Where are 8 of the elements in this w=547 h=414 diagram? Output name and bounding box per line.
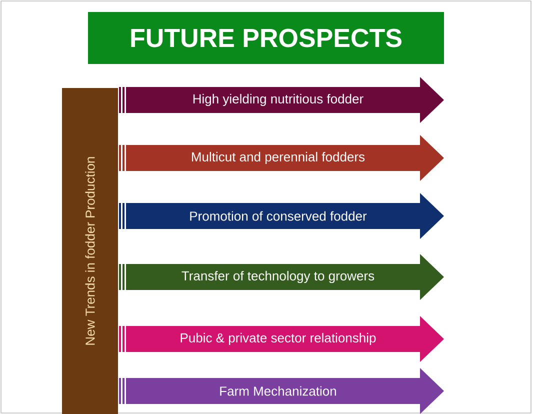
title-banner: FUTURE PROSPECTS: [88, 12, 444, 64]
vertical-bar: New Trends in fodder Production: [62, 88, 118, 414]
arrow-banner: Promotion of conserved fodder: [119, 193, 444, 239]
arrow-banner: Pubic & private sector relationship: [119, 316, 444, 362]
arrow-banner: High yielding nutritious fodder: [119, 77, 444, 123]
arrow-banner: Farm Mechanization: [119, 368, 444, 414]
arrow-banner: Transfer of technology to growers: [119, 254, 444, 300]
arrow-banner: Multicut and perennial fodders: [119, 135, 444, 181]
